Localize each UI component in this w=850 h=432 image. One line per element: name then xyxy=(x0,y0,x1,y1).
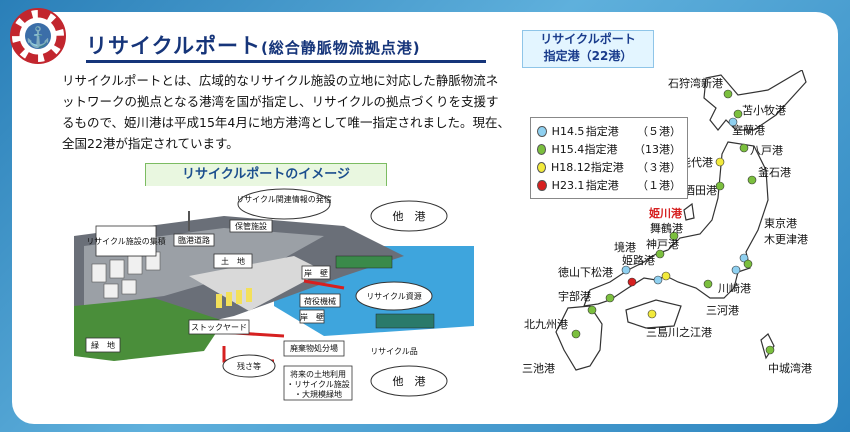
label-green: 緑 地 xyxy=(91,340,115,350)
recycle-port-illustration: リサイクル関連情報の発信 他 港 リサイクル施設の集積 臨港道路 保管施設 土 … xyxy=(74,186,474,401)
title-underline xyxy=(86,60,486,63)
port-tomakomai: 苫小牧港 xyxy=(742,103,786,117)
label-quay: 岸 壁 xyxy=(300,312,324,322)
port-hachinohe: 八戸港 xyxy=(750,144,783,157)
legend-row: H23.1 指定港 （１港） xyxy=(537,176,681,194)
map-legend: H14.5 指定港 （５港） H15.4 指定港 （13港） H18.12 指定… xyxy=(530,117,688,199)
legend-dot-h14 xyxy=(537,125,547,137)
port-kobe: 神戸港 xyxy=(646,237,679,251)
port-nakagusuku: 中城湾港 xyxy=(768,361,812,375)
legend-count: （１港） xyxy=(636,179,681,192)
port-mikawa: 三河港 xyxy=(706,304,739,317)
port-misumi: 三池港 xyxy=(522,362,555,375)
legend-era: H23.1 xyxy=(551,178,585,192)
legend-era: H14.5 xyxy=(551,124,585,138)
legend-label: 指定港 xyxy=(585,179,619,192)
svg-text:⚓: ⚓ xyxy=(26,25,51,49)
legend-dot-h18 xyxy=(537,161,546,173)
label-disposal: 廃棄物処分場 xyxy=(290,343,338,353)
legend-label: 指定港 xyxy=(590,161,624,174)
description-text: リサイクルポートとは、広域的なリサイクル施設の立地に対応した静脈物流ネットワーク… xyxy=(62,73,510,151)
port-ube: 宇部港 xyxy=(558,289,591,303)
label-land: 土 地 xyxy=(221,256,245,266)
label-other-port-top: 他 港 xyxy=(393,210,426,223)
japan-map: 石狩湾新港 苫小牧港 室蘭港 八戸港 能代港 釜石港 酒田港 姫川港 東京港 木… xyxy=(522,70,812,375)
port-kisarazu: 木更津港 xyxy=(764,233,808,246)
map-title-line-1: リサイクルポート xyxy=(540,32,636,46)
label-recycle-product: リサイクル品 xyxy=(370,347,418,356)
legend-dot-h15 xyxy=(537,143,547,155)
legend-count: （５港） xyxy=(636,125,681,138)
lifebuoy-icon: ⚓ xyxy=(10,8,66,64)
legend-row: H14.5 指定港 （５港） xyxy=(537,122,681,140)
legend-era: H15.4 xyxy=(551,142,585,156)
title-sub: (総合静脈物流拠点港) xyxy=(260,39,421,57)
port-kamaishi: 釜石港 xyxy=(758,165,791,179)
legend-count: （３港） xyxy=(637,161,681,174)
port-maizuru: 舞鶴港 xyxy=(650,221,683,235)
port-tokuyama: 徳山下松港 xyxy=(558,265,613,279)
legend-label: 指定港 xyxy=(585,125,619,138)
label-collection: リサイクル施設の集積 xyxy=(86,236,166,246)
port-noshiro: 能代港 xyxy=(680,155,713,169)
legend-row: H15.4 指定港 （13港） xyxy=(537,140,681,158)
legend-era: H18.12 xyxy=(550,160,591,174)
label-storage: 保管施設 xyxy=(235,221,267,231)
label-residue: 残さ等 xyxy=(237,361,261,371)
title-main: リサイクルポート xyxy=(86,34,261,58)
port-kitakyushu: 北九州港 xyxy=(524,318,568,331)
label-recycle-resource: リサイクル資源 xyxy=(366,291,422,301)
label-future-1: ・リサイクル施設 xyxy=(286,379,350,389)
legend-dot-h23 xyxy=(537,179,547,191)
map-title: リサイクルポート 指定港（22港） xyxy=(522,30,654,68)
legend-label: 指定港 xyxy=(584,143,618,156)
port-kawasaki: 川崎港 xyxy=(718,281,751,295)
port-ishikari: 石狩湾新港 xyxy=(668,76,723,90)
port-tokyo: 東京港 xyxy=(764,216,797,230)
label-handling: 荷役機械 xyxy=(304,296,336,306)
label-wharf: 岸 壁 xyxy=(304,268,328,278)
label-other-port-bottom: 他 港 xyxy=(393,375,426,388)
map-title-line-2: 指定港（22港） xyxy=(543,49,633,63)
port-mishima: 三島川之江港 xyxy=(646,325,712,339)
port-himeji: 姫路港 xyxy=(622,253,655,267)
label-future-0: 将来の土地利用 xyxy=(290,369,346,379)
port-sakata: 酒田港 xyxy=(684,184,717,197)
label-info: リサイクル関連情報の発信 xyxy=(236,194,332,204)
label-future-2: ・大規模緑地 xyxy=(294,389,342,399)
legend-row: H18.12 指定港 （３港） xyxy=(537,158,681,176)
legend-count: （13港） xyxy=(634,143,682,156)
page-title: リサイクルポート(総合静脈物流拠点港) xyxy=(86,30,421,60)
illustration-banner: リサイクルポートのイメージ xyxy=(145,163,387,187)
label-road: 臨港道路 xyxy=(178,235,210,245)
label-stockyard: ストックヤード xyxy=(191,323,247,332)
port-sakai: 境港 xyxy=(614,240,636,254)
port-muroran: 室蘭港 xyxy=(732,123,765,137)
port-himekawa: 姫川港 xyxy=(649,206,683,220)
